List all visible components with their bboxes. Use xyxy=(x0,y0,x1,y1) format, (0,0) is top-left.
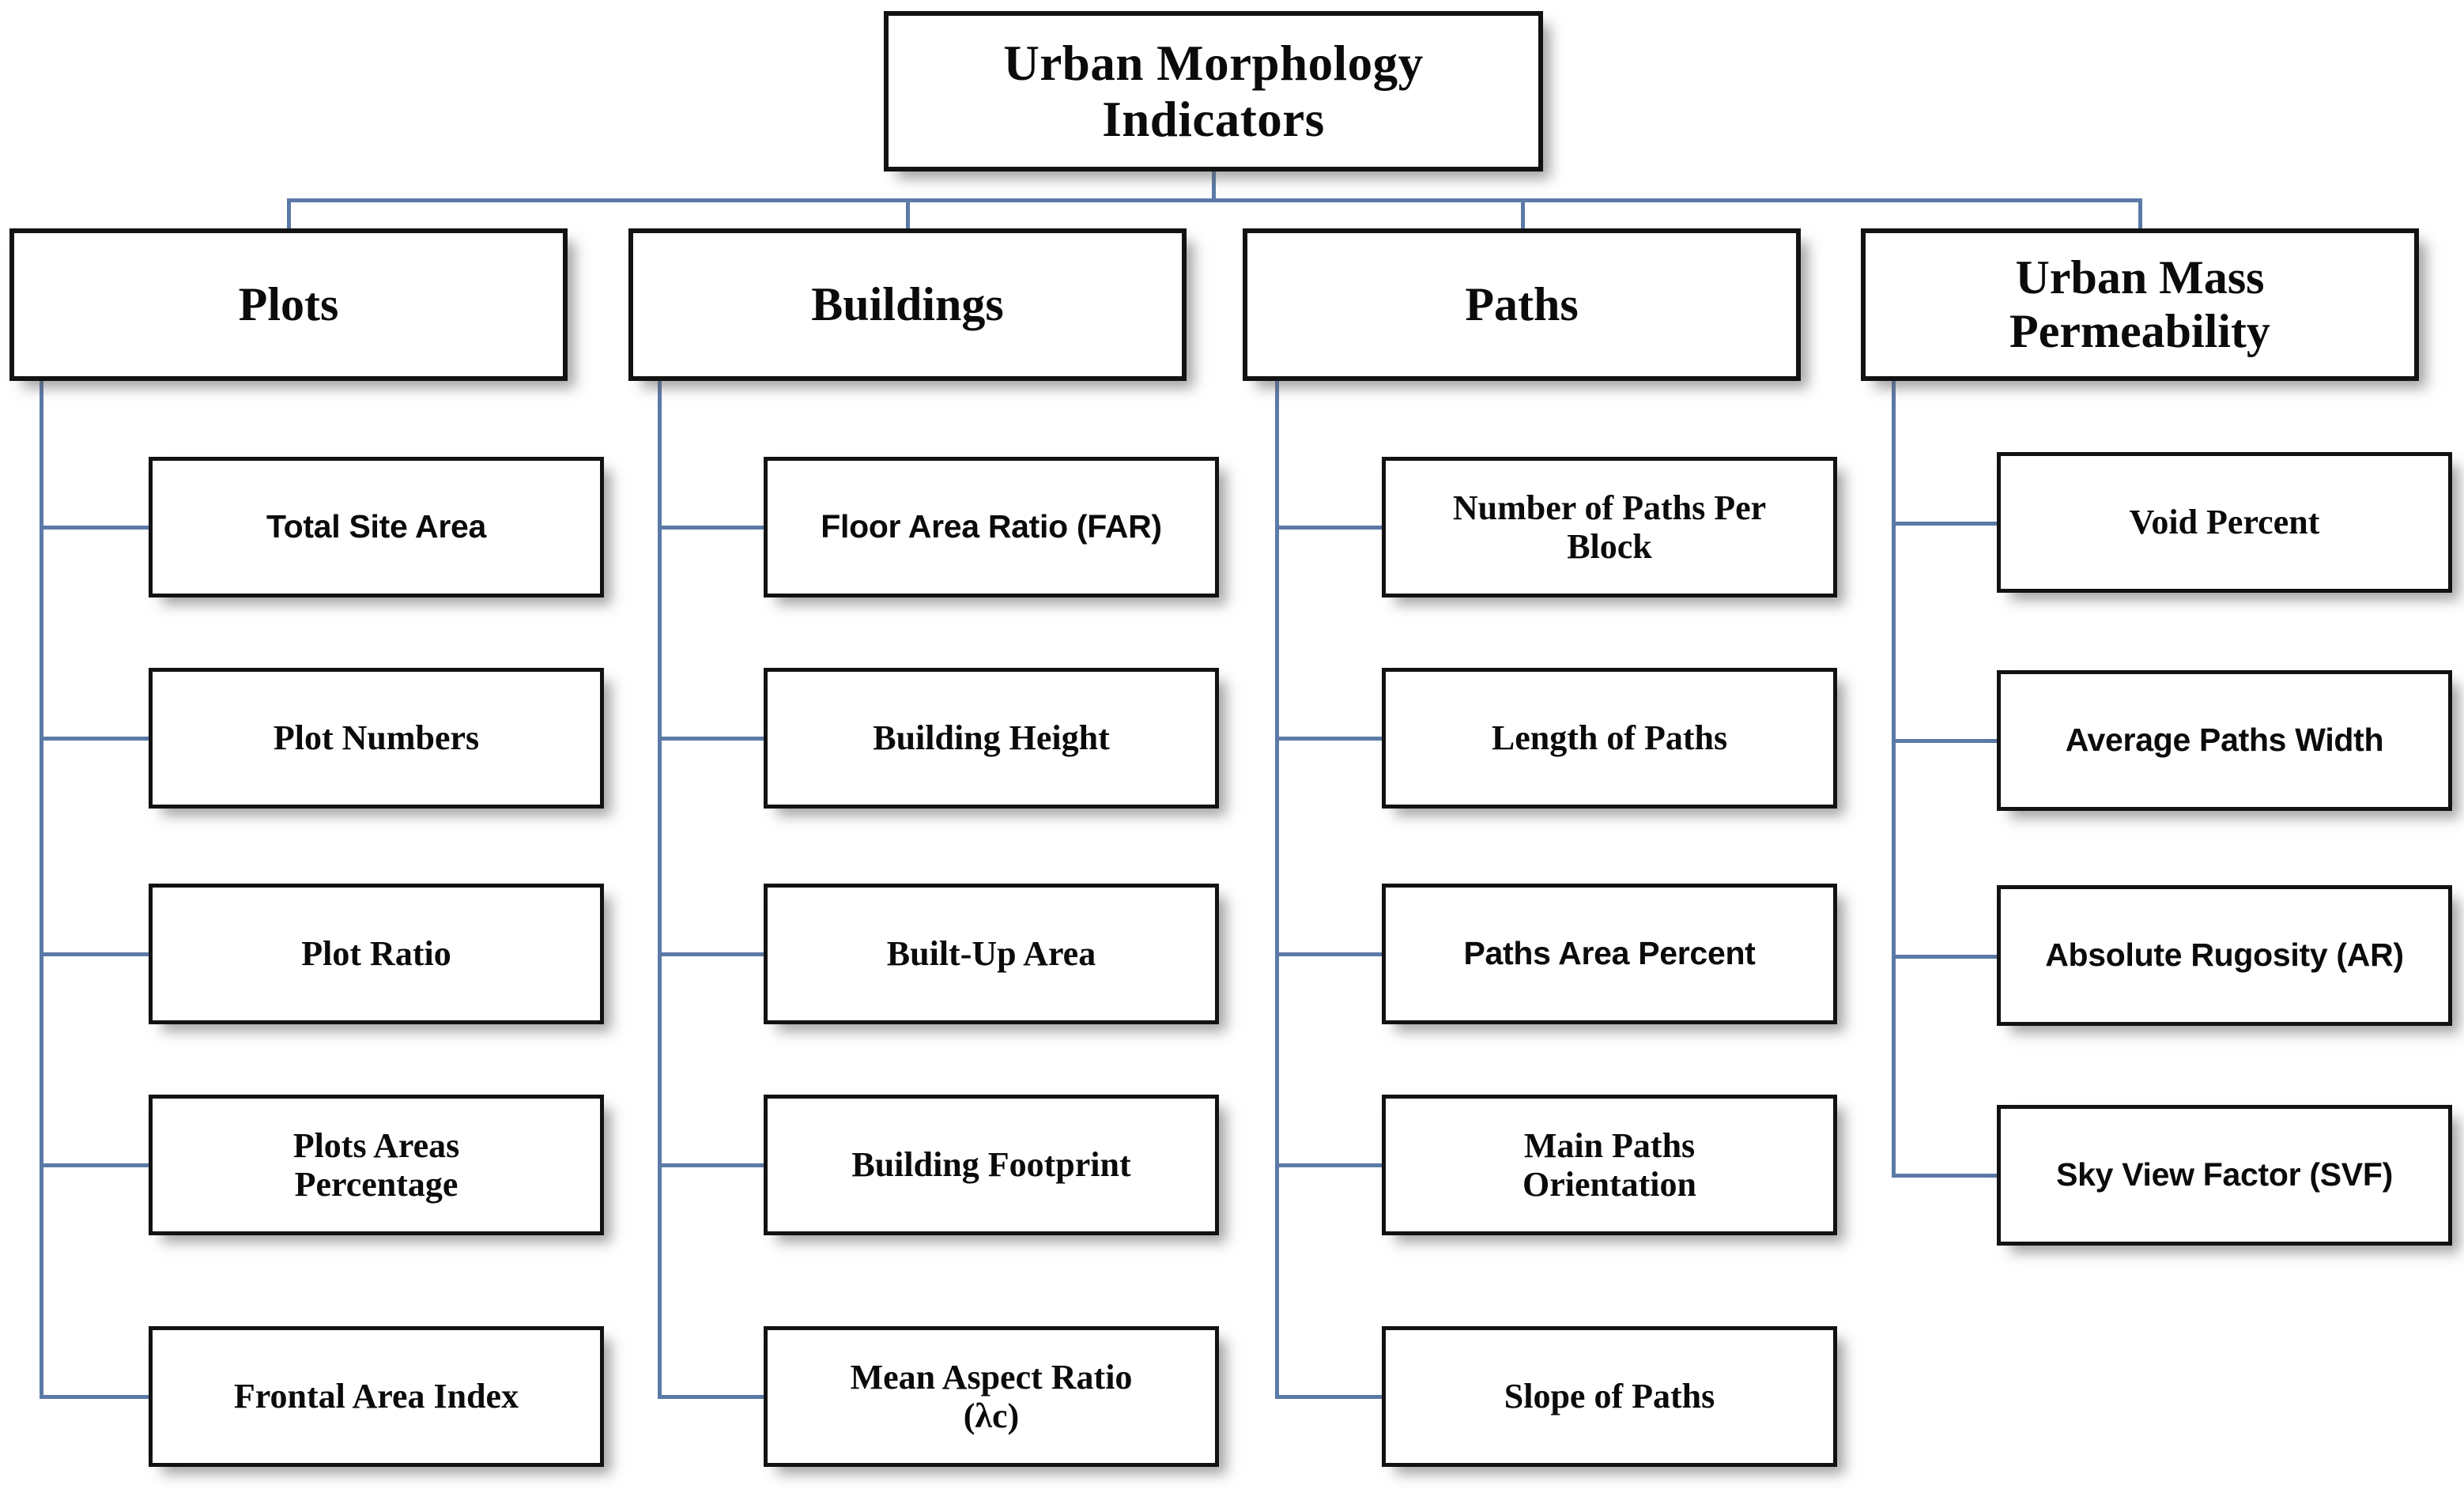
connector-spine-urban-mass xyxy=(1892,378,1896,1178)
connector-stub-buildings-4 xyxy=(658,1163,768,1167)
leaf-node-building-footprint[interactable]: Building Footprint xyxy=(764,1095,1219,1235)
leaf-node-label: Building Footprint xyxy=(851,1145,1131,1185)
leaf-node-label: Plot Numbers xyxy=(273,718,480,758)
connector-spine-plots xyxy=(40,378,43,1399)
leaf-node-main-paths-orientation[interactable]: Main Paths Orientation xyxy=(1382,1095,1837,1235)
category-node-buildings[interactable]: Buildings xyxy=(628,228,1187,381)
leaf-node-label: Frontal Area Index xyxy=(233,1377,519,1416)
leaf-node-label: Sky View Factor (SVF) xyxy=(2056,1156,2393,1193)
leaf-node-label: Void Percent xyxy=(2129,503,2320,542)
connector-stub-paths-5 xyxy=(1275,1395,1386,1399)
leaf-node-label: Main Paths Orientation xyxy=(1523,1125,1696,1204)
connector-drop-paths xyxy=(1521,198,1525,232)
leaf-node-frontal-area-index[interactable]: Frontal Area Index xyxy=(149,1326,604,1467)
leaf-node-average-paths-width[interactable]: Average Paths Width xyxy=(1997,670,2452,811)
category-node-label: Urban Mass Permeability xyxy=(2009,251,2270,357)
category-node-paths[interactable]: Paths xyxy=(1243,228,1801,381)
leaf-node-label: Built-Up Area xyxy=(886,934,1096,974)
leaf-node-void-percent[interactable]: Void Percent xyxy=(1997,452,2452,593)
leaf-node-label: Average Paths Width xyxy=(2065,722,2384,759)
connector-spine-paths xyxy=(1275,378,1279,1399)
connector-root-bus xyxy=(287,198,2141,202)
leaf-node-label: Building Height xyxy=(873,718,1110,758)
root-node-urban-morphology-indicators[interactable]: Urban Morphology Indicators xyxy=(884,11,1543,172)
leaf-node-building-height[interactable]: Building Height xyxy=(764,668,1219,809)
connector-spine-buildings xyxy=(658,378,662,1399)
connector-stub-paths-3 xyxy=(1275,952,1386,956)
category-node-plots[interactable]: Plots xyxy=(9,228,568,381)
connector-stub-plots-4 xyxy=(40,1163,153,1167)
connector-drop-urban-mass xyxy=(2138,198,2142,232)
connector-stub-plots-3 xyxy=(40,952,153,956)
root-node-label: Urban Morphology Indicators xyxy=(1003,35,1424,147)
leaf-node-label: Total Site Area xyxy=(266,508,487,545)
connector-stub-paths-4 xyxy=(1275,1163,1386,1167)
leaf-node-label: Length of Paths xyxy=(1491,718,1728,758)
connector-stub-plots-5 xyxy=(40,1395,153,1399)
category-node-label: Plots xyxy=(238,277,339,330)
connector-stub-urban-mass-3 xyxy=(1892,955,2001,959)
connector-stub-urban-mass-2 xyxy=(1892,739,2001,743)
leaf-node-absolute-rugosity-ar[interactable]: Absolute Rugosity (AR) xyxy=(1997,885,2452,1026)
leaf-node-label: Mean Aspect Ratio (λc) xyxy=(850,1357,1133,1435)
category-node-label: Paths xyxy=(1465,277,1579,330)
leaf-node-label: Plot Ratio xyxy=(301,934,451,974)
leaf-node-plots-areas-percentage[interactable]: Plots Areas Percentage xyxy=(149,1095,604,1235)
leaf-node-label: Plots Areas Percentage xyxy=(292,1125,460,1204)
connector-drop-plots xyxy=(287,198,291,232)
leaf-node-plot-ratio[interactable]: Plot Ratio xyxy=(149,884,604,1024)
connector-stub-plots-2 xyxy=(40,737,153,741)
leaf-node-paths-area-percent[interactable]: Paths Area Percent xyxy=(1382,884,1837,1024)
category-node-label: Buildings xyxy=(811,277,1004,330)
leaf-node-floor-area-ratio-far[interactable]: Floor Area Ratio (FAR) xyxy=(764,457,1219,597)
leaf-node-plot-numbers[interactable]: Plot Numbers xyxy=(149,668,604,809)
connector-stub-paths-1 xyxy=(1275,526,1386,530)
leaf-node-total-site-area[interactable]: Total Site Area xyxy=(149,457,604,597)
connector-stub-buildings-5 xyxy=(658,1395,768,1399)
leaf-node-label: Paths Area Percent xyxy=(1463,935,1756,972)
leaf-node-mean-aspect-ratio[interactable]: Mean Aspect Ratio (λc) xyxy=(764,1326,1219,1467)
leaf-node-built-up-area[interactable]: Built-Up Area xyxy=(764,884,1219,1024)
connector-root-stem xyxy=(1212,172,1216,202)
leaf-node-label: Floor Area Ratio (FAR) xyxy=(821,508,1162,545)
category-node-urban-mass-permeability[interactable]: Urban Mass Permeability xyxy=(1861,228,2419,381)
connector-stub-plots-1 xyxy=(40,526,153,530)
connector-drop-buildings xyxy=(906,198,910,232)
leaf-node-length-of-paths[interactable]: Length of Paths xyxy=(1382,668,1837,809)
connector-stub-buildings-1 xyxy=(658,526,768,530)
leaf-node-slope-of-paths[interactable]: Slope of Paths xyxy=(1382,1326,1837,1467)
leaf-node-number-of-paths-per-block[interactable]: Number of Paths Per Block xyxy=(1382,457,1837,597)
connector-stub-buildings-3 xyxy=(658,952,768,956)
leaf-node-label: Number of Paths Per Block xyxy=(1452,488,1767,566)
connector-stub-buildings-2 xyxy=(658,737,768,741)
leaf-node-label: Slope of Paths xyxy=(1504,1377,1715,1416)
connector-stub-paths-2 xyxy=(1275,737,1386,741)
connector-stub-urban-mass-4 xyxy=(1892,1174,2001,1178)
connector-stub-urban-mass-1 xyxy=(1892,522,2001,526)
leaf-node-sky-view-factor-svf[interactable]: Sky View Factor (SVF) xyxy=(1997,1105,2452,1246)
leaf-node-label: Absolute Rugosity (AR) xyxy=(2045,937,2404,974)
